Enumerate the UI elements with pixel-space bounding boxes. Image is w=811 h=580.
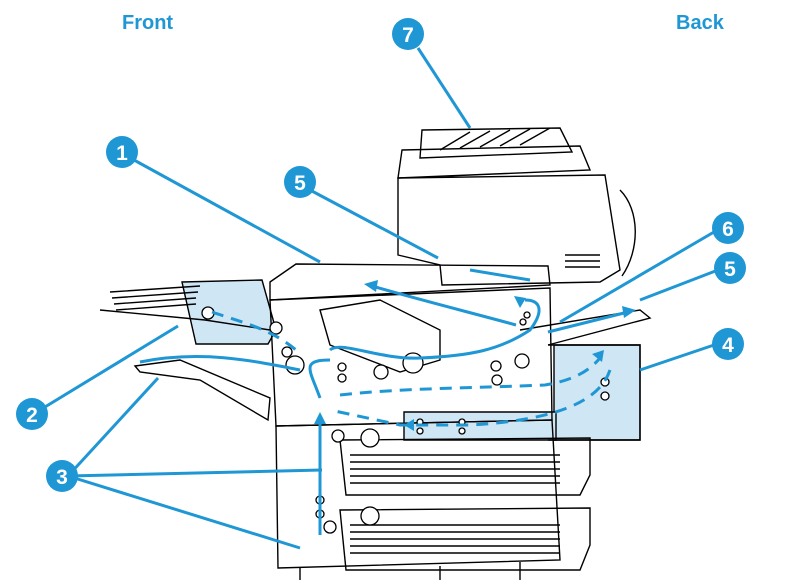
roller bbox=[281, 346, 293, 358]
tray-upper-lines bbox=[350, 454, 560, 484]
callout-6-number: 6 bbox=[722, 218, 734, 241]
roller bbox=[491, 374, 503, 386]
roller bbox=[323, 520, 337, 534]
roller bbox=[600, 391, 610, 401]
callout-2-circle bbox=[16, 398, 48, 430]
path-duplex-return bbox=[329, 369, 612, 427]
leader-3c bbox=[67, 474, 301, 550]
roller bbox=[523, 311, 531, 319]
callout-6-circle bbox=[712, 212, 744, 244]
printer-top-cover bbox=[269, 263, 551, 301]
leader-6 bbox=[559, 230, 715, 324]
printer-feet bbox=[299, 562, 521, 580]
paper-path-dashed bbox=[211, 310, 612, 427]
roller bbox=[337, 362, 347, 372]
callout-4-circle bbox=[712, 328, 744, 360]
roller bbox=[514, 353, 530, 369]
roller bbox=[285, 355, 305, 375]
arrowhead bbox=[592, 350, 604, 362]
path-duplex-top bbox=[339, 357, 602, 397]
callout-7-circle bbox=[392, 18, 424, 50]
tray-upper bbox=[339, 437, 591, 496]
roller bbox=[337, 373, 347, 383]
callout-4-number: 4 bbox=[722, 334, 734, 357]
leader-2 bbox=[39, 324, 179, 412]
arrowheads bbox=[314, 280, 636, 431]
scanner-body bbox=[397, 174, 621, 286]
roller bbox=[373, 364, 389, 380]
arrowhead bbox=[364, 280, 378, 292]
leader-5b bbox=[639, 268, 719, 302]
leader-7 bbox=[416, 47, 472, 129]
manual-feed-tray bbox=[133, 359, 271, 422]
path-output-bin bbox=[211, 310, 297, 352]
printer-body bbox=[99, 127, 652, 580]
duplex-unit-body bbox=[548, 344, 641, 441]
roller bbox=[360, 428, 380, 448]
output-bin-paper bbox=[109, 285, 201, 311]
roller bbox=[519, 318, 527, 326]
callout-3-number: 3 bbox=[56, 466, 68, 489]
leader-3a bbox=[66, 376, 160, 478]
front-label: Front bbox=[122, 12, 174, 34]
roller bbox=[416, 427, 424, 435]
arrowhead bbox=[404, 419, 414, 431]
callouts: 1 2 3 4 5 5 6 7 bbox=[16, 18, 746, 492]
scanner-cable bbox=[619, 189, 636, 277]
callout-7-number: 7 bbox=[402, 24, 414, 47]
callout-5a-circle bbox=[284, 166, 316, 198]
back-label: Back bbox=[676, 12, 724, 34]
roller bbox=[458, 427, 466, 435]
leader-4 bbox=[639, 343, 715, 372]
callout-5b-number: 5 bbox=[724, 258, 736, 281]
adf-top bbox=[397, 145, 592, 179]
roller bbox=[360, 506, 380, 526]
arrowhead bbox=[622, 306, 636, 318]
roller bbox=[490, 360, 502, 372]
output-bin-area bbox=[181, 279, 277, 345]
scanner-vent bbox=[565, 254, 600, 268]
callout-leaders bbox=[39, 47, 719, 550]
path-manual-feed bbox=[139, 355, 301, 372]
callout-1-circle bbox=[106, 136, 138, 168]
roller bbox=[331, 429, 345, 443]
path-rear-exit bbox=[547, 310, 629, 334]
rear-output-slot bbox=[519, 309, 652, 346]
callout-3-circle bbox=[46, 460, 78, 492]
leader-3b bbox=[67, 468, 323, 478]
arrowhead bbox=[514, 296, 526, 308]
paper-path bbox=[139, 268, 629, 535]
path-main-loop bbox=[328, 298, 541, 360]
adf-input-tray bbox=[419, 127, 574, 159]
leader-5a bbox=[309, 188, 439, 260]
leader-1 bbox=[133, 158, 321, 264]
callout-1-number: 1 bbox=[116, 142, 128, 165]
adf-lines bbox=[439, 127, 551, 151]
tray-lower bbox=[339, 507, 591, 571]
tray-lower-lines bbox=[350, 524, 560, 554]
path-top-exit bbox=[469, 268, 531, 282]
callout-2-number: 2 bbox=[26, 404, 38, 427]
roller bbox=[269, 321, 283, 335]
output-bin-tray bbox=[99, 309, 271, 331]
callout-5b-circle bbox=[714, 252, 746, 284]
roller bbox=[402, 352, 424, 374]
path-lower-feed bbox=[308, 358, 331, 399]
callout-5a-number: 5 bbox=[294, 172, 306, 195]
toner-cartridge bbox=[319, 299, 441, 373]
path-top-return bbox=[371, 284, 517, 327]
arrowhead bbox=[314, 412, 326, 424]
